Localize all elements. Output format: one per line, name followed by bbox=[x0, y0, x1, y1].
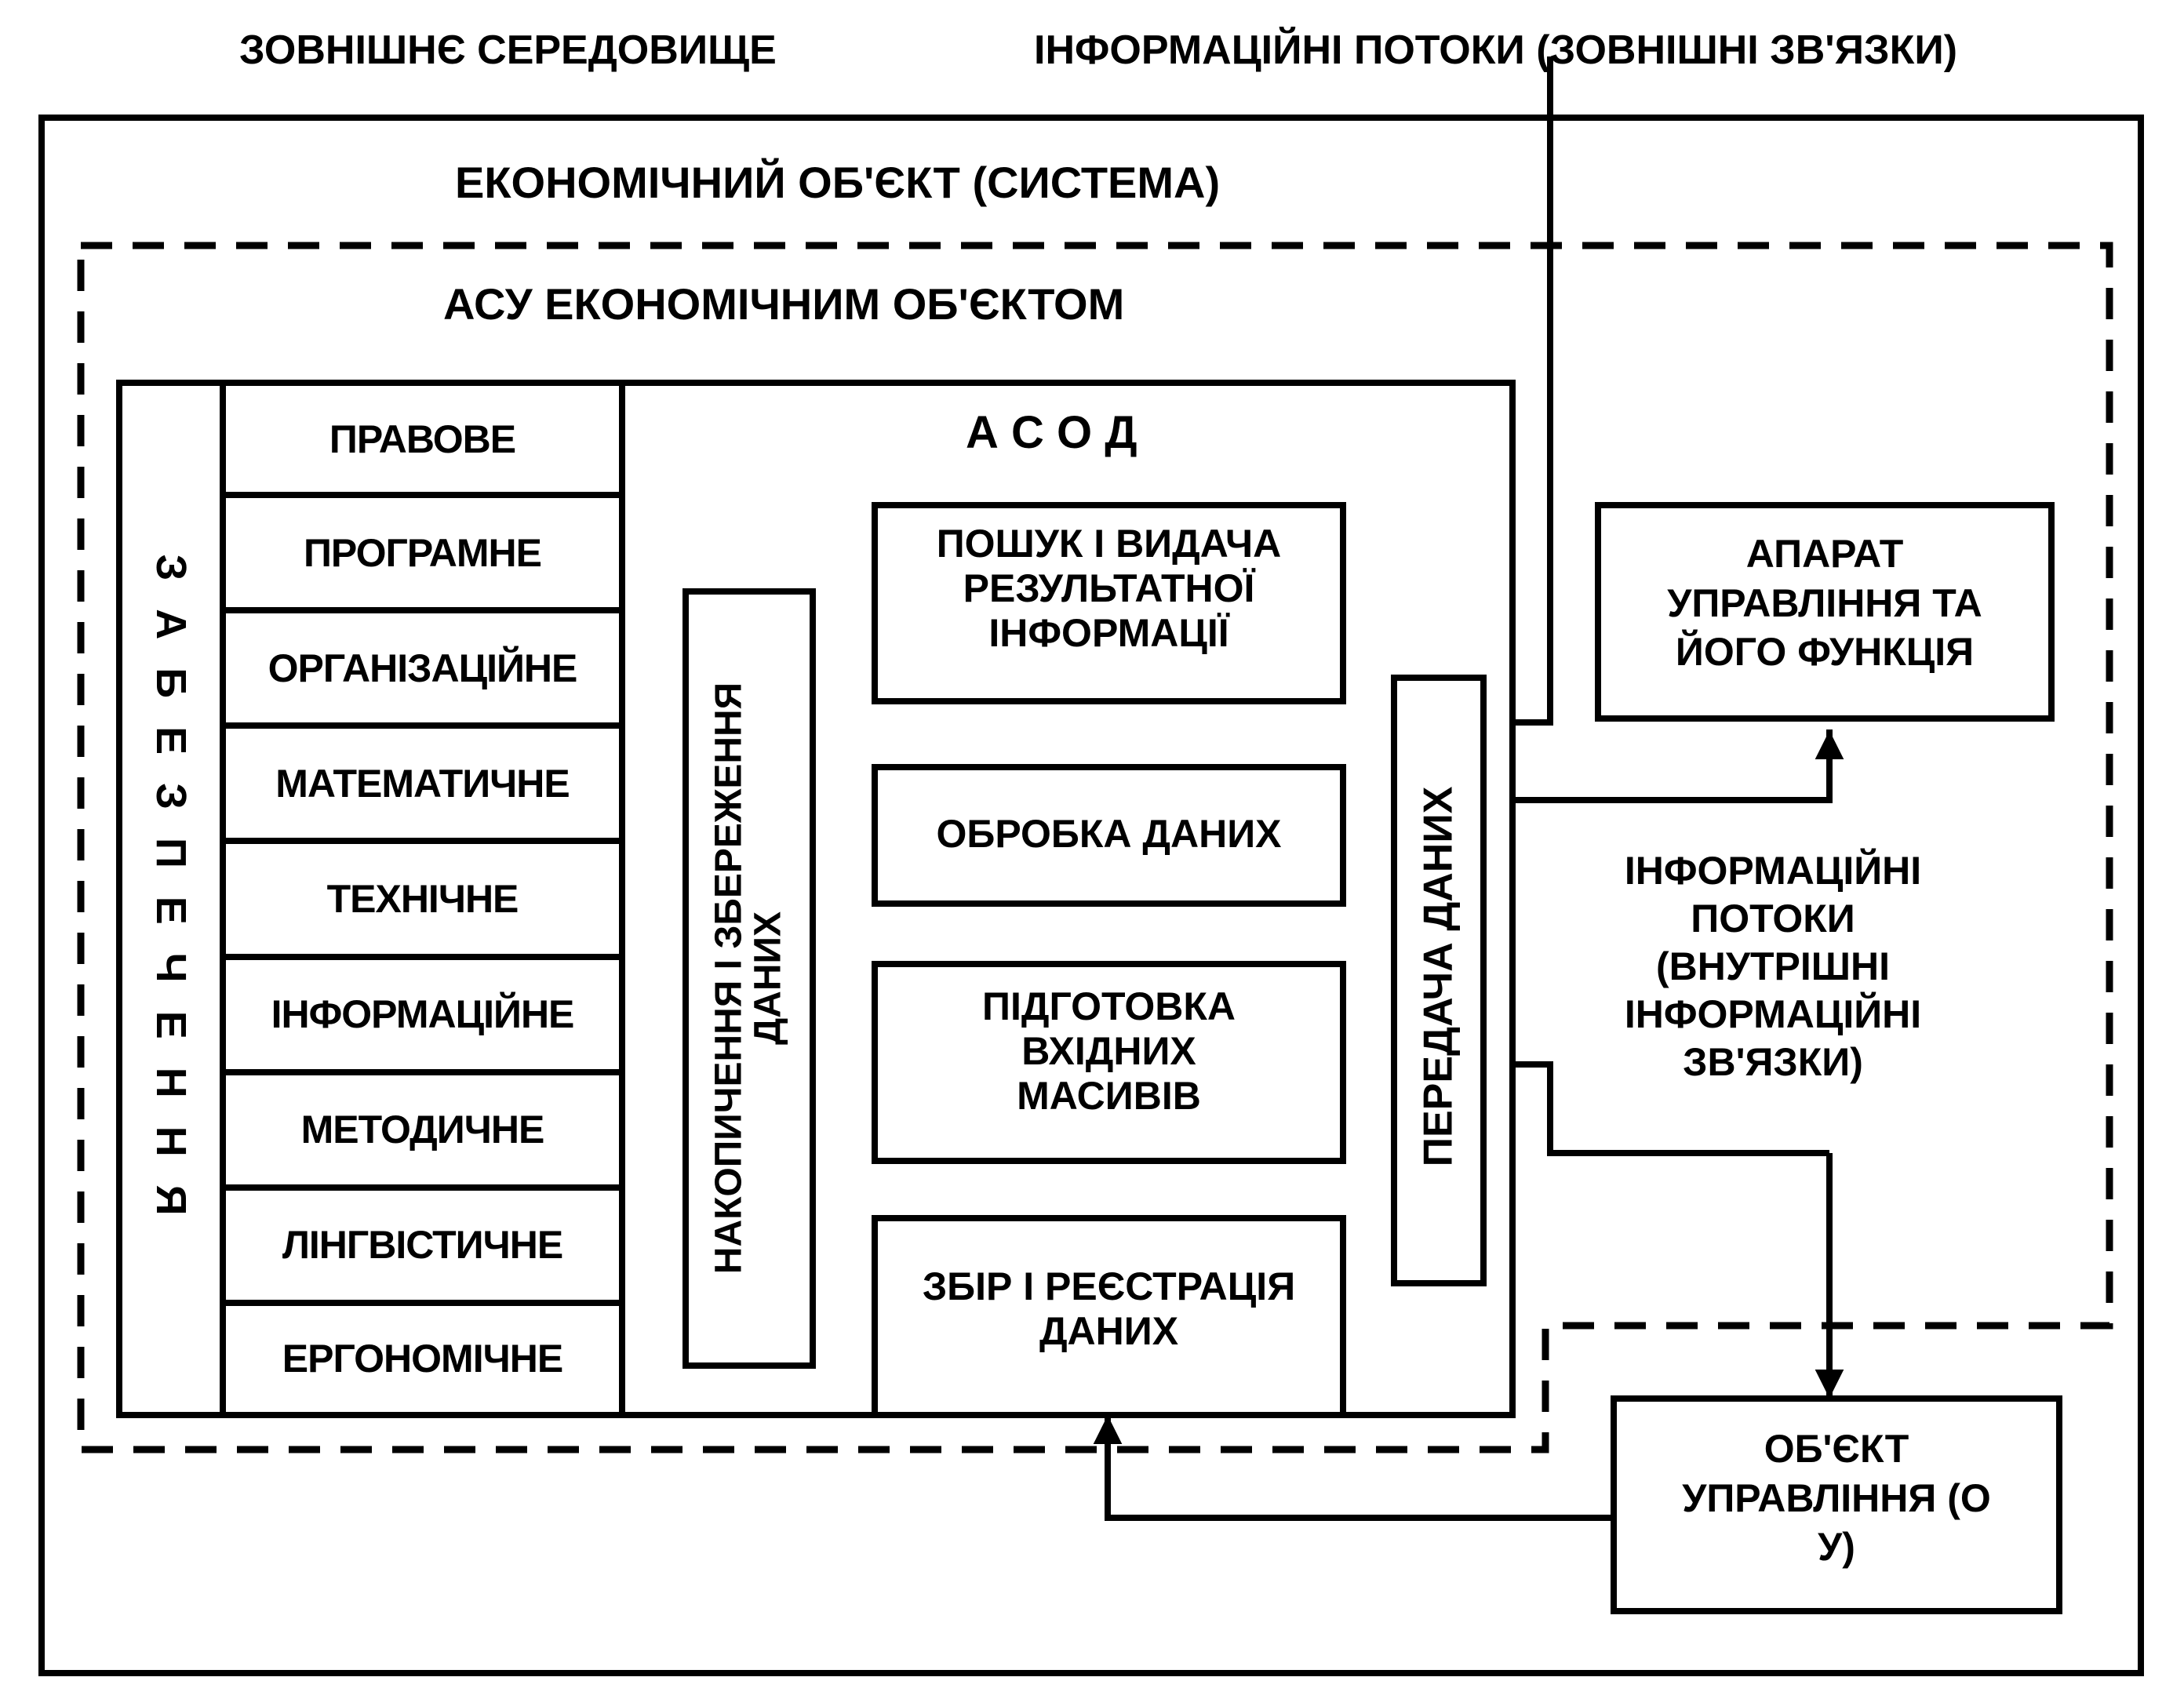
support-item: ІНФОРМАЦІЙНЕ bbox=[220, 956, 625, 1072]
internal-flows-label: ІНФОРМАЦІЙНІ ПОТОКИ (ВНУТРІШНІ ІНФОРМАЦІ… bbox=[1624, 849, 1922, 1084]
storage-label: НАКОПИЧЕННЯ І ЗБЕРЕЖЕННЯ ДАНИХ bbox=[708, 682, 789, 1275]
processing-label: ОБРОБКА ДАНИХ bbox=[936, 812, 1282, 856]
system-frame bbox=[38, 115, 2144, 1676]
control-object-box bbox=[1611, 1395, 2062, 1614]
support-item-label: ОРГАНІЗАЦІЙНЕ bbox=[268, 646, 578, 690]
processing-box bbox=[872, 764, 1346, 907]
support-item-label: ТЕХНІЧНЕ bbox=[326, 876, 519, 921]
support-item: ПРАВОВЕ bbox=[220, 380, 625, 496]
transfer-box bbox=[1391, 675, 1487, 1286]
support-item: ТЕХНІЧНЕ bbox=[220, 841, 625, 957]
preparation-box bbox=[872, 961, 1346, 1164]
storage-box bbox=[682, 588, 816, 1369]
asu-frame bbox=[77, 242, 2113, 1453]
support-item-label: ПРАВОВЕ bbox=[329, 417, 516, 461]
support-item: ОРГАНІЗАЦІЙНЕ bbox=[220, 610, 625, 726]
apparatus-to-transfer-arrow bbox=[1483, 729, 1833, 815]
support-item: ПРОГРАМНЕ bbox=[220, 495, 625, 611]
object-to-collection-arrow bbox=[1093, 1415, 1617, 1521]
search-box bbox=[872, 502, 1346, 704]
support-label-cell bbox=[116, 380, 226, 1418]
support-item-label: МЕТОДИЧНЕ bbox=[300, 1108, 545, 1152]
search-label: ПОШУК І ВИДАЧА РЕЗУЛЬТАТНОЇ ІНФОРМАЦІЇ bbox=[936, 522, 1282, 655]
support-item-label: ЕРГОНОМІЧНЕ bbox=[282, 1337, 563, 1381]
preparation-label: ПІДГОТОВКА ВХІДНИХ МАСИВІВ bbox=[982, 984, 1236, 1118]
support-item: ЕРГОНОМІЧНЕ bbox=[220, 1302, 625, 1418]
support-item-label: МАТЕМАТИЧНЕ bbox=[275, 761, 570, 806]
object-to-transfer-arrow bbox=[1483, 1050, 1829, 1156]
support-item-label: ІНФОРМАЦІЙНЕ bbox=[271, 992, 575, 1037]
support-vertical-label: ЗАБЕЗПЕЧЕННЯ bbox=[147, 554, 195, 1244]
support-item: МАТЕМАТИЧНЕ bbox=[220, 726, 625, 842]
external-flows-label: ІНФОРМАЦІЙНІ ПОТОКИ (ЗОВНІШНІ ЗВ'ЯЗКИ) bbox=[1034, 27, 1958, 73]
system-title: ЕКОНОМІЧНИЙ ОБ'ЄКТ (СИСТЕМА) bbox=[455, 158, 1221, 207]
apparatus-label: АПАРАТ УПРАВЛІННЯ ТА ЙОГО ФУНКЦІЯ bbox=[1667, 532, 1982, 674]
collection-label: ЗБІР І РЕЄСТРАЦІЯ ДАНИХ bbox=[922, 1264, 1296, 1353]
support-item: ЛІНГВІСТИЧНЕ bbox=[220, 1187, 625, 1303]
transfer-label: ПЕРЕДАЧА ДАНИХ bbox=[1415, 786, 1461, 1167]
support-item-label: ПРОГРАМНЕ bbox=[303, 530, 542, 575]
support-item-label: ЛІНГВІСТИЧНЕ bbox=[282, 1223, 563, 1268]
support-item: МЕТОДИЧНЕ bbox=[220, 1071, 625, 1188]
external-environment-label: ЗОВНІШНЄ СЕРЕДОВИЩЕ bbox=[239, 27, 777, 73]
asod-title: А С О Д bbox=[966, 407, 1138, 458]
apparatus-box bbox=[1595, 502, 2055, 722]
control-object-label: ОБ'ЄКТ УПРАВЛІННЯ (О У) bbox=[1682, 1427, 1991, 1569]
asu-title: АСУ ЕКОНОМІЧНИМ ОБ'ЄКТОМ bbox=[443, 279, 1125, 329]
collection-box bbox=[872, 1215, 1346, 1418]
